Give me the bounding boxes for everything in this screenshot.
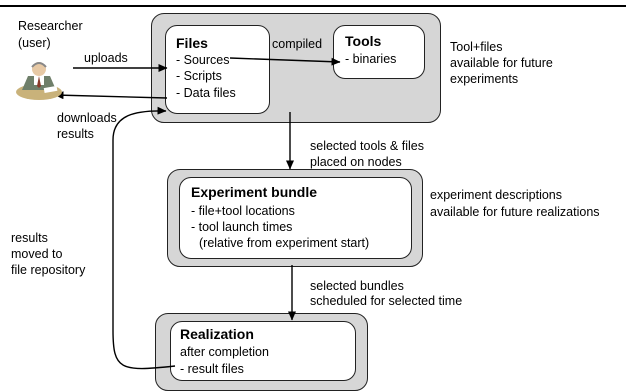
tools-note: experiments — [450, 72, 519, 86]
moved-label-3: file repository — [11, 263, 86, 277]
bundle-item: (relative from experiment start) — [199, 236, 370, 250]
bundle-box — [179, 177, 412, 259]
tools-title: Tools — [345, 33, 382, 49]
placed-label-2: placed on nodes — [310, 155, 402, 169]
scheduled-label-2: scheduled for selected time — [310, 294, 463, 308]
results-moved-arrow — [112, 106, 176, 370]
files-item: - Sources — [176, 53, 230, 67]
bundle-item: - tool launch times — [191, 220, 293, 234]
uploads-label: uploads — [84, 51, 128, 65]
downloads-label-2: results — [57, 127, 94, 141]
realization-item: - result files — [180, 362, 244, 376]
downloads-label: downloads — [57, 111, 117, 125]
compiled-label: compiled — [272, 37, 323, 51]
tools-box — [333, 25, 425, 79]
moved-label-2: moved to — [11, 247, 63, 261]
top-rule — [0, 5, 626, 7]
researcher-icon — [16, 62, 62, 100]
moved-label: results — [11, 231, 48, 245]
researcher-role: (user) — [18, 36, 51, 50]
researcher-label: Researcher — [18, 19, 83, 33]
experiment-note: available for future realizations — [430, 205, 600, 219]
placed-label: selected tools & files — [310, 139, 424, 153]
tools-note: Tool+files — [450, 40, 503, 54]
realization-box — [170, 321, 356, 381]
downloads-arrow — [54, 91, 168, 100]
bundle-item: - file+tool locations — [191, 204, 295, 218]
compiled-arrow — [229, 57, 341, 66]
tools-note: available for future — [450, 56, 553, 70]
realization-title: Realization — [180, 326, 254, 342]
scheduled-label: selected bundles — [310, 279, 404, 293]
bundle-title: Experiment bundle — [191, 184, 318, 200]
files-item: - Scripts — [176, 69, 222, 83]
files-title: Files — [176, 35, 208, 51]
files-item: - Data files — [176, 86, 236, 100]
realization-item: after completion — [180, 345, 269, 359]
tools-item: - binaries — [345, 52, 397, 66]
experiment-note: experiment descriptions — [430, 188, 563, 202]
